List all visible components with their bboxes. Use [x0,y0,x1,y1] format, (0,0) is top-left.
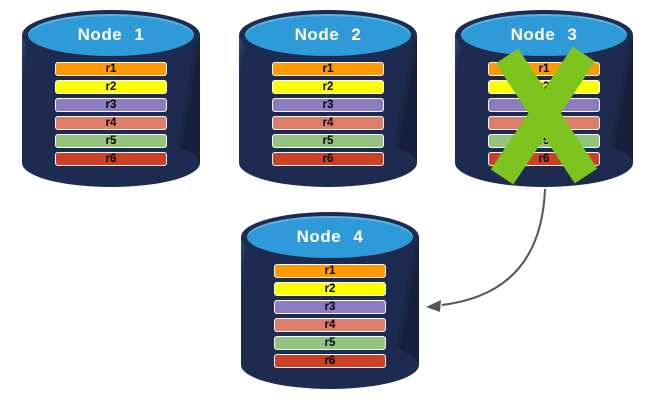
replica-bar: r6 [274,354,386,368]
replica-list: r1 r2 r3 r4 r5 r6 [274,264,386,368]
replica-bar: r5 [488,134,600,148]
replica-bar: r1 [488,62,600,76]
node-title: Node 4 [296,227,364,246]
replica-bar: r5 [272,134,384,148]
replica-bar: r6 [488,152,600,166]
replica-list: r1 r2 r3 r4 r5 r6 [55,62,167,166]
cylinder-top-face [247,216,413,258]
node-2: Node 2 r1 r2 r3 r4 r5 r6 [239,10,417,187]
replica-bar: r1 [55,62,167,76]
replica-bar: r5 [274,336,386,350]
replica-bar: r5 [55,134,167,148]
node-title: Node 3 [510,25,578,44]
replica-list: r1 r2 r3 r4 r5 r6 [488,62,600,166]
replica-bar: r4 [274,318,386,332]
replica-bar: r4 [55,116,167,130]
node-4: Node 4 r1 r2 r3 r4 r5 r6 [241,212,419,389]
node-title: Node 1 [77,25,145,44]
replica-bar: r4 [272,116,384,130]
arrowhead-icon [426,300,441,312]
replica-bar: r2 [488,80,600,94]
cylinder-top-face [245,14,411,56]
node-1: Node 1 r1 r2 r3 r4 r5 r6 [22,10,200,187]
replica-bar: r6 [55,152,167,166]
replica-bar: r6 [272,152,384,166]
replica-list: r1 r2 r3 r4 r5 r6 [272,62,384,166]
replica-bar: r3 [488,98,600,112]
cylinder-top-face [28,14,194,56]
replica-bar: r2 [272,80,384,94]
replica-bar: r2 [274,282,386,296]
replica-bar: r1 [272,62,384,76]
failover-arrow [426,188,546,312]
replica-bar: r2 [55,80,167,94]
node-title: Node 2 [294,25,362,44]
replica-bar: r4 [488,116,600,130]
replica-bar: r1 [274,264,386,278]
replica-bar: r3 [272,98,384,112]
node-3: Node 3 r1 r2 r3 r4 r5 r6 [455,10,633,187]
replica-bar: r3 [274,300,386,314]
replica-bar: r3 [55,98,167,112]
